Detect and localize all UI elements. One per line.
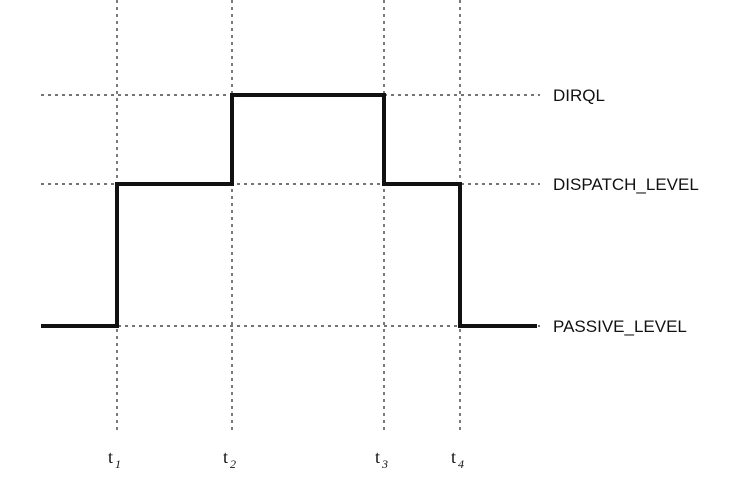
time-label-t2-subscript: 2 <box>230 457 236 471</box>
time-label-t4-base: t <box>451 447 456 467</box>
level-label-passive: PASSIVE_LEVEL <box>553 317 687 336</box>
time-label-t3-base: t <box>375 447 380 467</box>
time-label-t4-subscript: 4 <box>458 457 464 471</box>
irql-step-line <box>41 93 537 328</box>
time-label-t1-base: t <box>108 447 113 467</box>
level-labels: DIRQL DISPATCH_LEVEL PASSIVE_LEVEL <box>553 86 699 336</box>
time-label-t2-base: t <box>223 447 228 467</box>
time-label-t1-subscript: 1 <box>115 457 121 471</box>
time-label-t3-subscript: 3 <box>381 457 388 471</box>
level-label-dirql: DIRQL <box>553 86 605 105</box>
irql-signal <box>41 93 537 328</box>
time-gridlines <box>116 0 461 432</box>
level-label-dispatch: DISPATCH_LEVEL <box>553 175 699 194</box>
